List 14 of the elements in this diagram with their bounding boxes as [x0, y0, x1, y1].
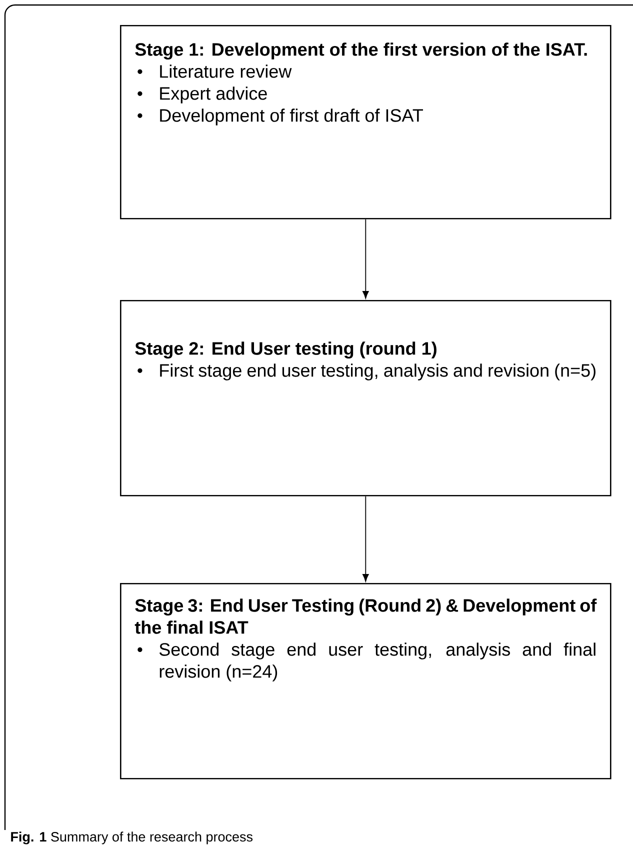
arrow [362, 218, 369, 299]
bullet-item: Expert advice [160, 86, 267, 104]
stage-heading: Stage 3: End User Testing (Round 2) & Development of the final ISAT [134, 598, 597, 634]
stage-box [120, 583, 612, 780]
stage-box [120, 300, 612, 496]
arrow [362, 496, 369, 582]
figure-caption: Fig. 1 Summary of the research process [11, 832, 253, 844]
stage-heading: Stage 1: Development of the first version of the ISAT. [135, 42, 587, 60]
bullet-item: First stage end user testing, analysis and revision (n=5) [160, 364, 596, 380]
bullet-item: Development of first draft of ISAT [160, 108, 423, 126]
bullet-item: Literature review [160, 64, 292, 78]
stage-box [120, 25, 612, 220]
stage-heading: Stage 2: End User testing (round 1) [135, 342, 436, 358]
bullet-item: Second stage end user testing, analysis and final revision (n=24) [159, 642, 596, 682]
